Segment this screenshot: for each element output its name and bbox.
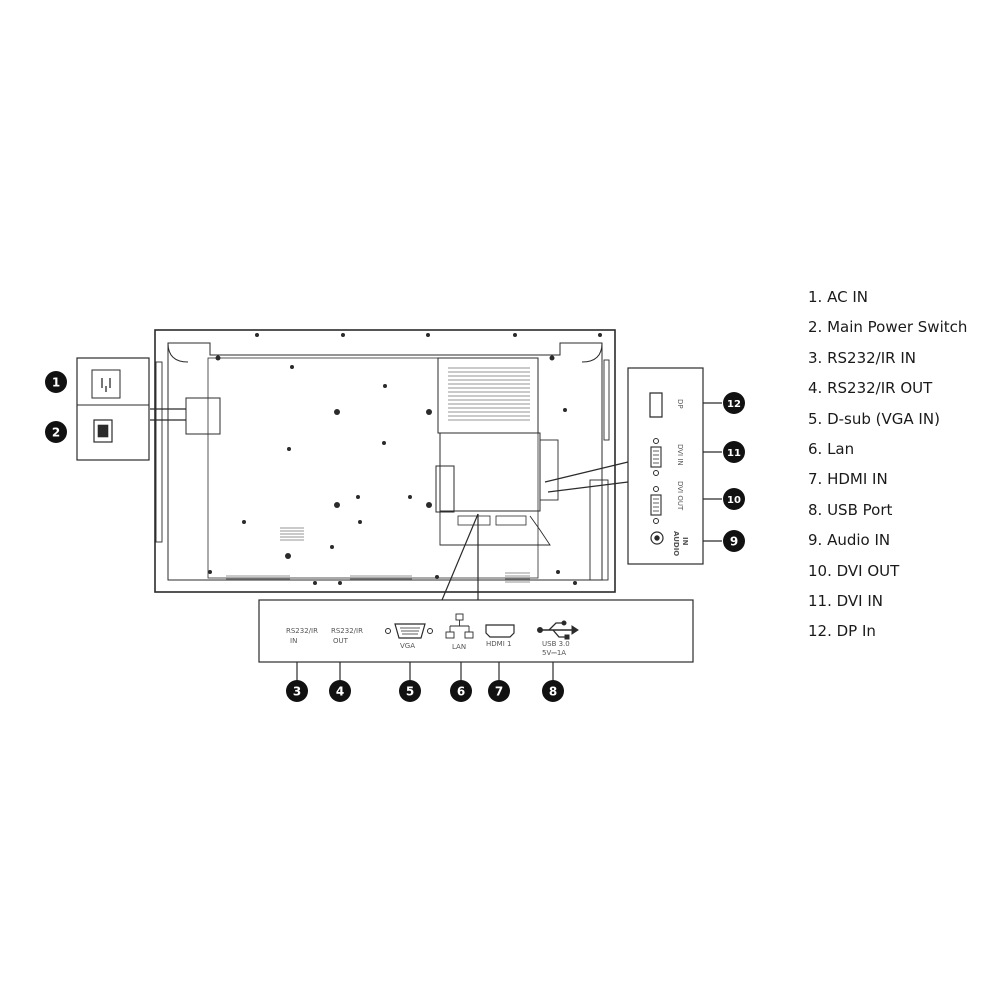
badge-2: 2 bbox=[45, 421, 67, 443]
audio-label-line2: IN bbox=[681, 537, 689, 546]
legend-item-dp-in: 12. DP In bbox=[808, 622, 876, 641]
svg-text:2: 2 bbox=[52, 426, 60, 440]
svg-text:11: 11 bbox=[727, 448, 741, 459]
hdmi-label: HDMI 1 bbox=[486, 640, 511, 648]
svg-text:10: 10 bbox=[727, 495, 741, 506]
badge-3: 3 bbox=[286, 680, 308, 702]
svg-text:6: 6 bbox=[457, 685, 465, 699]
callout-lines bbox=[150, 402, 722, 682]
rocker-switch-icon bbox=[93, 419, 113, 443]
usb-symbol-icon bbox=[537, 620, 579, 640]
svg-text:8: 8 bbox=[549, 685, 557, 699]
legend-item-audio-in: 9. Audio IN bbox=[808, 531, 891, 550]
vga-connector-icon bbox=[385, 623, 433, 639]
badge-12: 12 bbox=[723, 392, 745, 414]
legend-item-rs232-out: 4. RS232/IR OUT bbox=[808, 379, 933, 398]
monitor-rear-panel bbox=[154, 329, 616, 593]
badge-9: 9 bbox=[723, 530, 745, 552]
vent-grilles bbox=[226, 367, 530, 583]
rs232-in-label-line2: IN bbox=[290, 637, 297, 645]
number-badges: 1 2 3 4 5 6 7 8 bbox=[45, 371, 745, 702]
legend-item-lan: 6. Lan bbox=[808, 439, 855, 458]
dvi-in-connector-icon bbox=[650, 438, 662, 476]
dvi-in-label: DVI IN bbox=[676, 444, 684, 466]
svg-text:4: 4 bbox=[336, 685, 344, 699]
badge-6: 6 bbox=[450, 680, 472, 702]
dvi-out-label: DVI OUT bbox=[676, 481, 684, 511]
badge-11: 11 bbox=[723, 441, 745, 463]
badge-1: 1 bbox=[45, 371, 67, 393]
legend-item-ac-in: 1. AC IN bbox=[808, 288, 868, 306]
usb-label-line2: 5V⎓1A bbox=[542, 649, 566, 657]
usb-label-line1: USB 3.0 bbox=[542, 640, 570, 648]
badge-4: 4 bbox=[329, 680, 351, 702]
lan-label: LAN bbox=[452, 643, 466, 651]
ac-socket-icon bbox=[91, 369, 121, 399]
svg-text:9: 9 bbox=[730, 535, 738, 549]
rs232-out-label-line2: OUT bbox=[333, 637, 349, 645]
audio-label-line1: AUDIO bbox=[672, 531, 680, 556]
badge-8: 8 bbox=[542, 680, 564, 702]
rs232-in-label-line1: RS232/IR bbox=[286, 627, 318, 635]
legend-item-usb-port: 8. USB Port bbox=[808, 500, 893, 519]
audio-jack-icon bbox=[650, 531, 664, 545]
legend-item-hdmi-in: 7. HDMI IN bbox=[808, 470, 888, 489]
svg-text:3: 3 bbox=[293, 685, 301, 699]
hdmi-port-icon bbox=[485, 624, 515, 638]
legend-item-dvi-out: 10. DVI OUT bbox=[808, 561, 900, 580]
legend-item-rs232-in: 3. RS232/IR IN bbox=[808, 348, 916, 367]
svg-text:12: 12 bbox=[727, 399, 741, 410]
legend-item-main-power-switch: 2. Main Power Switch bbox=[808, 318, 968, 337]
rs232-out-label-line1: RS232/IR bbox=[331, 627, 363, 635]
power-detail-panel bbox=[76, 357, 150, 461]
badge-10: 10 bbox=[723, 488, 745, 510]
legend-item-d-sub: 5. D-sub (VGA IN) bbox=[808, 409, 940, 428]
bottom-connector-panel: RS232/IR IN RS232/IR OUT VGA LAN HDMI 1 bbox=[258, 599, 694, 663]
dvi-out-connector-icon bbox=[650, 486, 662, 524]
svg-text:7: 7 bbox=[495, 685, 503, 699]
lan-network-icon bbox=[445, 613, 474, 639]
legend-item-dvi-in: 11. DVI IN bbox=[808, 591, 884, 610]
vga-label: VGA bbox=[400, 642, 415, 650]
badge-5: 5 bbox=[399, 680, 421, 702]
svg-text:1: 1 bbox=[52, 376, 60, 390]
mounting-screws bbox=[208, 333, 602, 585]
dp-label: DP bbox=[676, 399, 684, 409]
displayport-icon bbox=[649, 392, 663, 418]
badge-7: 7 bbox=[488, 680, 510, 702]
svg-text:5: 5 bbox=[406, 685, 414, 699]
port-legend: 1. AC IN 2. Main Power Switch 3. RS232/I… bbox=[808, 286, 967, 651]
side-connector-panel: DP DVI IN DVI OUT AUDIO IN bbox=[627, 367, 704, 565]
